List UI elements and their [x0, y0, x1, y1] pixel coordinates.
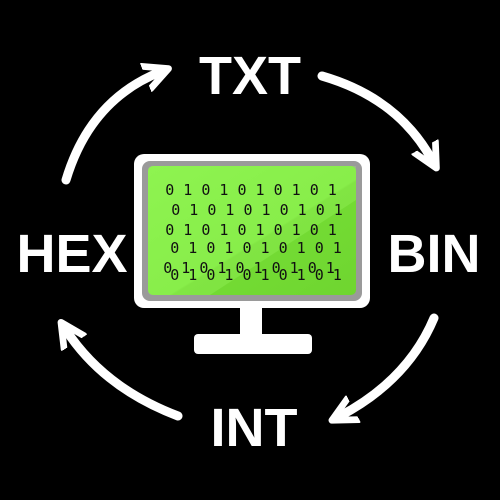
bin-label: BIN	[388, 224, 481, 284]
monitor-neck	[240, 308, 262, 338]
binary-line: 0 1 0 1 0 1 0 1 0 1	[170, 239, 342, 257]
binary-line: 0 1 0 1 0 1 0 1 0 1	[171, 201, 343, 219]
arrow-hex-to-txt	[61, 72, 160, 185]
arrow-int-to-hex	[66, 330, 183, 421]
hex-label: HEX	[16, 224, 127, 284]
int-label: INT	[211, 398, 298, 458]
arrow-bin-to-int	[340, 313, 439, 416]
cycle-arrow-icon	[66, 72, 434, 416]
binary-line: 0 1 0 1 0 1 0 1 0 1	[165, 181, 337, 199]
monitor-icon: 0 1 0 1 0 1 0 1 0 1 0 1 0 1 0 1 0 1 0 1 …	[134, 154, 370, 354]
binary-line: 0 1 0 1 0 1 0 1 0 1	[165, 221, 337, 239]
binary-line: 0 1 0 1 0 1 0 1 0 1	[170, 266, 342, 284]
screen-gloss	[148, 166, 356, 295]
monitor-screen	[148, 166, 356, 295]
txt-label: TXT	[199, 46, 301, 106]
arrow-txt-to-bin	[317, 71, 432, 160]
monitor-base	[194, 334, 312, 354]
binary-line: 0 1 0 1 0 1 0 1 0 1	[163, 259, 335, 277]
